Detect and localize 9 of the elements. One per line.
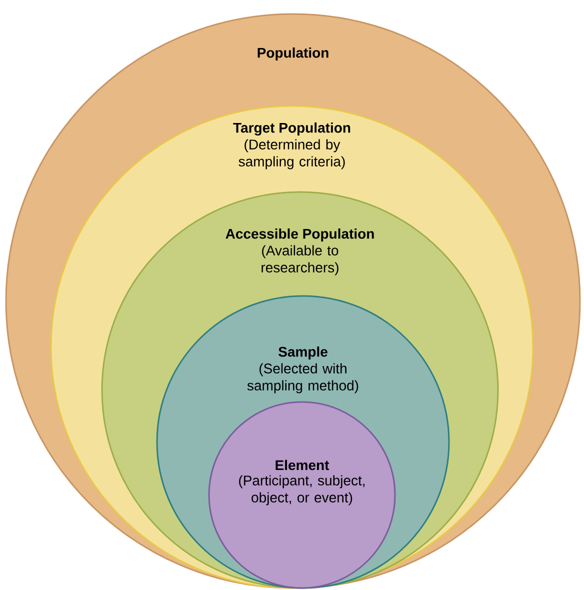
circle-heading: Sample [278, 346, 328, 360]
circle-heading: Population [258, 47, 328, 61]
circle-description: (Available to researchers) [262, 245, 338, 276]
circle-description: (Determined by sampling criteria) [238, 139, 345, 170]
circle-heading: Accessible Population [226, 228, 374, 242]
circle-description: (Participant, subject, object, or event) [239, 475, 365, 506]
circle-description: (Selected with sampling method) [247, 363, 358, 394]
circle-heading: Target Population [233, 122, 350, 136]
circle-heading: Element [276, 460, 330, 470]
